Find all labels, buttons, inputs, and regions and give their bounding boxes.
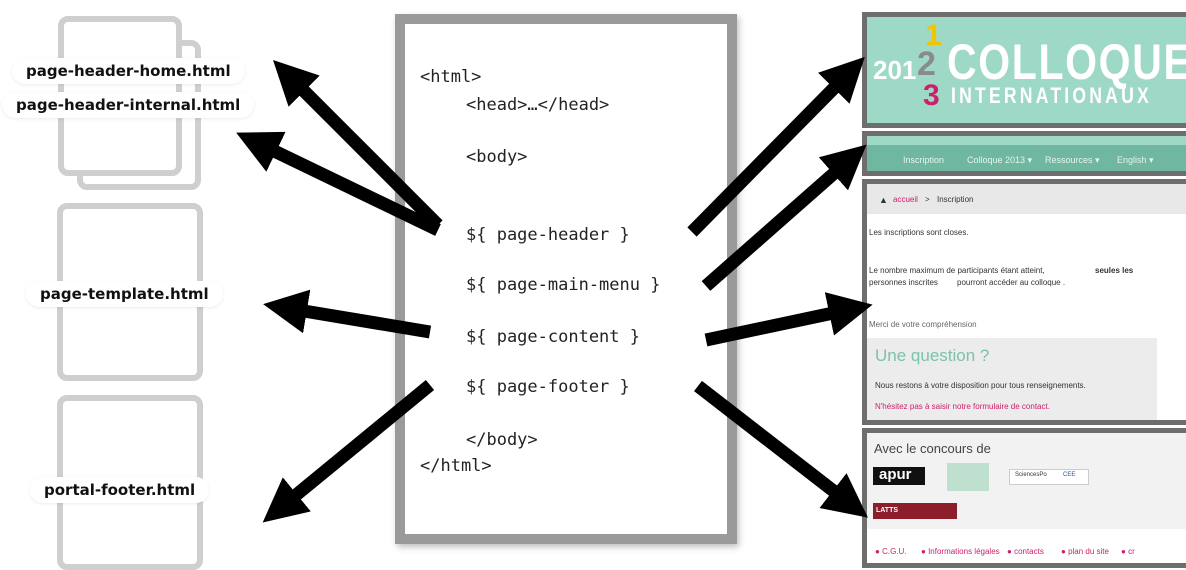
header-digit-mid: 2 xyxy=(917,45,936,83)
content-line-2a: Le nombre maximum de participants étant … xyxy=(869,266,1045,275)
breadcrumb-sep: > xyxy=(925,195,930,204)
file-label-template: page-template.html xyxy=(26,281,223,307)
header-title-main: COLLOQUES xyxy=(947,34,1186,90)
logo-cee: CEE xyxy=(1063,472,1076,478)
logo-paris-metropole xyxy=(947,463,989,491)
footer-concours: Avec le concours de xyxy=(874,441,991,456)
breadcrumb-home-link[interactable]: accueil xyxy=(893,195,918,204)
footer-link-contacts-label[interactable]: contacts xyxy=(1014,547,1044,556)
arrow-menu-to-site-menu xyxy=(701,144,867,291)
footer-link-cgu-label[interactable]: C.G.U. xyxy=(882,547,907,556)
menu-bar-top xyxy=(867,136,1186,145)
header-title-sub: INTERNATIONAUX xyxy=(951,83,1152,108)
breadcrumb xyxy=(867,184,1186,214)
arrow-footer-to-site-footer xyxy=(694,380,868,518)
header-year-prefix: 201 xyxy=(873,55,917,85)
logo-sciencespo: SciencesPo xyxy=(1015,472,1047,478)
question-box xyxy=(867,338,1157,420)
site-content-panel: ▲ accueil > Inscription Les inscriptions… xyxy=(862,179,1186,425)
file-label-header-internal: page-header-internal.html xyxy=(2,92,255,118)
code-var-header: ${ page-header } xyxy=(466,225,630,245)
file-label-header-home: page-header-home.html xyxy=(12,58,245,84)
content-line-3a: personnes inscrites xyxy=(869,278,938,287)
menu-item-ressources[interactable]: Ressources ▾ xyxy=(1045,155,1100,165)
header-digit-top: 1 xyxy=(925,19,942,52)
code-var-menu: ${ page-main-menu } xyxy=(466,275,661,295)
question-contact-link[interactable]: N'hésitez pas à saisir notre formulaire … xyxy=(875,402,1050,411)
content-line-1: Les inscriptions sont closes. xyxy=(869,228,969,237)
header-digit-bottom: 3 xyxy=(923,79,940,112)
footer-link-sitemap-label[interactable]: plan du site xyxy=(1068,547,1109,556)
content-line-2b: seules les xyxy=(1095,266,1134,275)
breadcrumb-current: Inscription xyxy=(937,195,974,204)
arrow-content-to-template xyxy=(263,289,432,339)
logo-latts xyxy=(873,503,957,519)
footer-link-contacts[interactable]: ● contacts xyxy=(1007,547,1044,556)
question-line-1: Nous restons à votre disposition pour to… xyxy=(875,381,1086,390)
footer-links-bar xyxy=(867,539,1186,563)
content-line-4: Merci de votre compréhension xyxy=(869,320,977,329)
code-body-open: <body> xyxy=(466,147,528,167)
site-menu-panel: Inscription Colloque 2013 ▾ Ressources ▾… xyxy=(862,131,1186,176)
menu-item-english[interactable]: English ▾ xyxy=(1117,155,1154,165)
content-line-3b: pourront accéder au colloque . xyxy=(957,278,1066,287)
arrow-content-to-site-content xyxy=(704,292,873,347)
code-html-close: </html> xyxy=(420,456,492,476)
arrow-header-to-internal xyxy=(236,131,441,236)
site-footer-panel: Avec le concours de apur SciencesPo CEE … xyxy=(862,428,1186,568)
footer-link-sitemap[interactable]: ● plan du site xyxy=(1061,547,1109,556)
question-title: Une question ? xyxy=(875,346,990,365)
footer-link-legal[interactable]: ● Informations légales xyxy=(921,547,1000,556)
menu-item-inscription[interactable]: Inscription xyxy=(903,155,945,165)
arrow-footer-to-portal xyxy=(262,379,435,523)
code-head: <head>…</head> xyxy=(466,95,610,115)
code-var-content: ${ page-content } xyxy=(466,327,640,347)
site-header-panel: 201 1 2 3 COLLOQUES INTERNATIONAUX xyxy=(862,12,1186,128)
footer-link-cgu[interactable]: ● C.G.U. xyxy=(875,547,907,556)
code-body-close: </body> xyxy=(466,430,538,450)
home-icon: ▲ xyxy=(879,195,888,205)
arrow-header-to-home xyxy=(272,59,443,230)
footer-link-legal-label[interactable]: Informations légales xyxy=(928,547,1000,556)
arrow-header-to-site-header xyxy=(687,56,865,237)
file-label-footer: portal-footer.html xyxy=(30,477,210,503)
footer-link-more-label[interactable]: cr xyxy=(1128,547,1135,556)
logo-apur xyxy=(873,467,925,485)
menu-item-colloque[interactable]: Colloque 2013 ▾ xyxy=(967,155,1033,165)
logo-latts-text: LATTS xyxy=(876,507,899,514)
logo-apur-text: apur xyxy=(879,466,912,483)
code-var-footer: ${ page-footer } xyxy=(466,377,630,397)
template-box xyxy=(395,14,737,544)
logo-sciencespo-box xyxy=(1009,469,1089,485)
footer-link-more[interactable]: ● cr xyxy=(1121,547,1135,556)
code-html-open: <html> xyxy=(420,67,482,87)
